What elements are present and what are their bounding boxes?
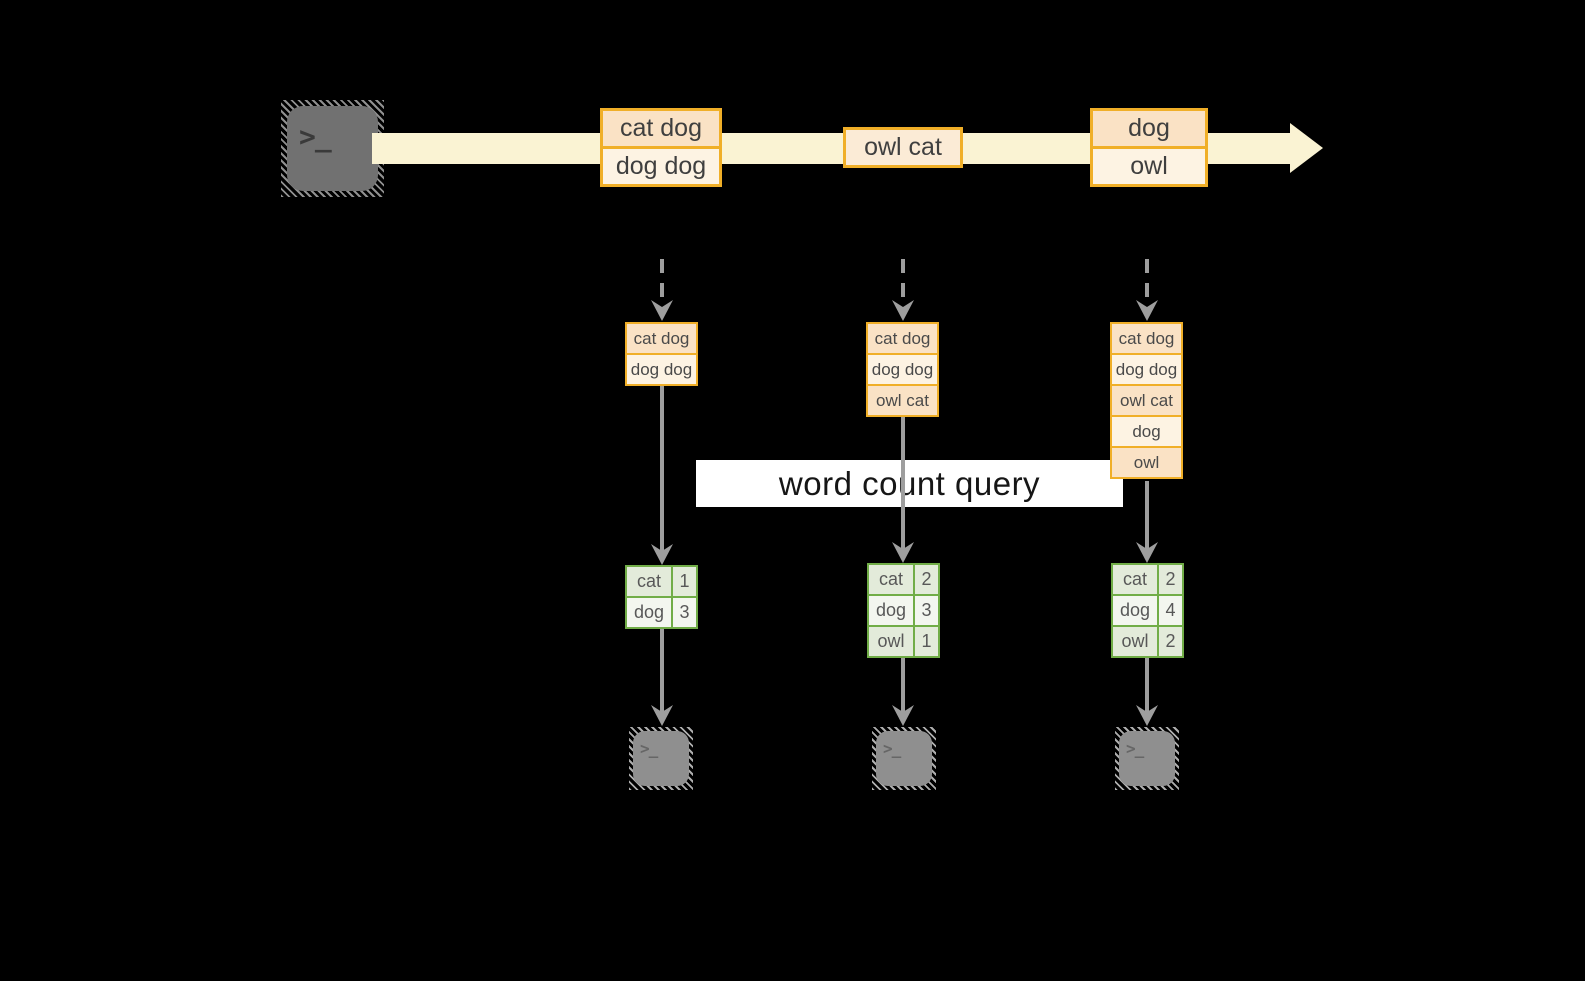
terminal-prompt-icon: >_ bbox=[299, 120, 332, 153]
query-arrow-icon bbox=[892, 417, 914, 563]
terminal-prompt-icon: >_ bbox=[1126, 739, 1144, 758]
buffered-record-cell: cat dog bbox=[627, 324, 696, 353]
terminal-screen bbox=[1119, 731, 1175, 786]
count-row: cat 1 bbox=[627, 567, 696, 596]
stream-arrowhead-icon bbox=[1290, 123, 1323, 173]
emit-arrow-icon bbox=[651, 629, 673, 726]
count-value-cell: 3 bbox=[913, 596, 938, 625]
output-terminal-icon: >_ bbox=[1115, 727, 1179, 790]
buffered-records: cat dog dog dog bbox=[625, 322, 698, 386]
stream-record-cell: owl cat bbox=[846, 130, 960, 165]
query-arrow-icon bbox=[1136, 481, 1158, 563]
stream-record-cell: owl bbox=[1093, 146, 1205, 184]
count-word-cell: dog bbox=[1113, 596, 1157, 625]
count-row: dog 4 bbox=[1113, 594, 1182, 625]
count-word-cell: owl bbox=[869, 627, 913, 656]
buffered-record-cell: owl bbox=[1112, 446, 1181, 477]
count-row: owl 2 bbox=[1113, 625, 1182, 656]
count-value-cell: 4 bbox=[1157, 596, 1182, 625]
word-count-query-banner: word count query bbox=[696, 460, 1123, 507]
count-value-cell: 3 bbox=[671, 598, 696, 627]
ingest-arrow-icon bbox=[651, 259, 673, 321]
count-row: cat 2 bbox=[869, 565, 938, 594]
count-word-cell: dog bbox=[869, 596, 913, 625]
terminal-prompt-icon: >_ bbox=[640, 739, 658, 758]
buffered-record-cell: cat dog bbox=[1112, 324, 1181, 353]
output-terminal-icon: >_ bbox=[872, 727, 936, 790]
buffered-records: cat dog dog dog owl cat dog owl bbox=[1110, 322, 1183, 479]
count-value-cell: 1 bbox=[913, 627, 938, 656]
terminal-prompt-icon: >_ bbox=[883, 739, 901, 758]
terminal-screen bbox=[876, 731, 932, 786]
word-count-query-label: word count query bbox=[778, 464, 1041, 502]
buffered-record-cell: dog dog bbox=[627, 353, 696, 384]
ingest-arrow-icon bbox=[892, 259, 914, 321]
count-value-cell: 2 bbox=[913, 565, 938, 594]
count-word-cell: cat bbox=[1113, 565, 1157, 594]
stream-record: owl cat bbox=[843, 127, 963, 168]
count-word-cell: cat bbox=[627, 567, 671, 596]
count-row: dog 3 bbox=[869, 594, 938, 625]
emit-arrow-icon bbox=[1136, 658, 1158, 726]
count-row: dog 3 bbox=[627, 596, 696, 627]
stream-record: cat dog dog dog bbox=[600, 108, 722, 187]
buffered-record-cell: dog dog bbox=[868, 353, 937, 384]
emit-arrow-icon bbox=[892, 658, 914, 726]
terminal-screen bbox=[633, 731, 689, 786]
stream-record-cell: dog bbox=[1093, 111, 1205, 146]
buffered-record-cell: owl cat bbox=[868, 384, 937, 415]
stream-record-cell: dog dog bbox=[603, 146, 719, 184]
count-row: cat 2 bbox=[1113, 565, 1182, 594]
query-arrow-icon bbox=[651, 386, 673, 565]
count-value-cell: 2 bbox=[1157, 627, 1182, 656]
count-table: cat 2 dog 4 owl 2 bbox=[1111, 563, 1184, 658]
count-table: cat 2 dog 3 owl 1 bbox=[867, 563, 940, 658]
count-word-cell: owl bbox=[1113, 627, 1157, 656]
count-value-cell: 2 bbox=[1157, 565, 1182, 594]
stream-record: dog owl bbox=[1090, 108, 1208, 187]
buffered-record-cell: dog bbox=[1112, 415, 1181, 446]
count-table: cat 1 dog 3 bbox=[625, 565, 698, 629]
terminal-screen bbox=[287, 106, 378, 191]
count-value-cell: 1 bbox=[671, 567, 696, 596]
count-word-cell: dog bbox=[627, 598, 671, 627]
buffered-record-cell: dog dog bbox=[1112, 353, 1181, 384]
buffered-records: cat dog dog dog owl cat bbox=[866, 322, 939, 417]
count-row: owl 1 bbox=[869, 625, 938, 656]
buffered-record-cell: owl cat bbox=[1112, 384, 1181, 415]
stream-record-cell: cat dog bbox=[603, 111, 719, 146]
buffered-record-cell: cat dog bbox=[868, 324, 937, 353]
source-terminal-icon: >_ bbox=[281, 100, 384, 197]
count-word-cell: cat bbox=[869, 565, 913, 594]
ingest-arrow-icon bbox=[1136, 259, 1158, 321]
output-terminal-icon: >_ bbox=[629, 727, 693, 790]
